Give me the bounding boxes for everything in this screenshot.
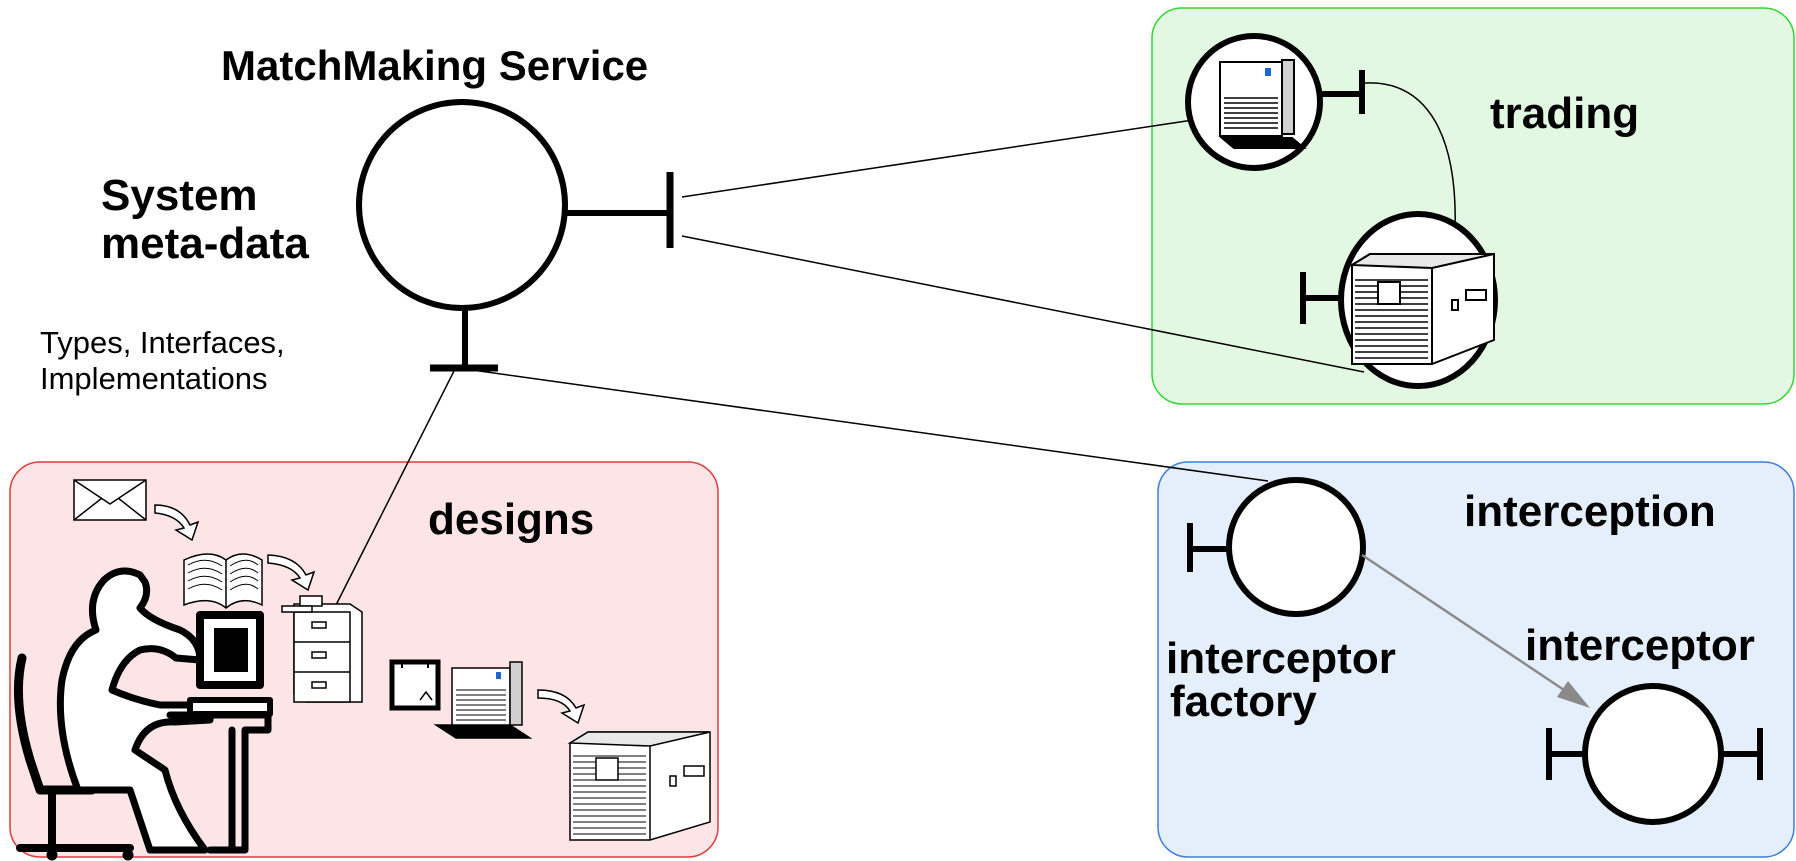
trading-pc-component: [1185, 33, 1365, 171]
service-title: MatchMaking Service: [221, 42, 648, 89]
desktop-pc-icon-designs: [433, 661, 533, 739]
interceptor-label: interceptor: [1525, 621, 1755, 670]
link-service-factory: [464, 368, 1269, 482]
filing-cabinet-icon: [281, 595, 363, 703]
connection-lines: [334, 82, 1456, 608]
interceptor-component: [1546, 683, 1763, 825]
link-service-pc: [681, 119, 1194, 198]
types-label-line1: Types, Interfaces,: [40, 325, 285, 360]
flow-arrow-3: [537, 689, 586, 725]
meta-data-label-line2: meta-data: [101, 219, 309, 268]
link-service-server: [681, 235, 1365, 373]
interceptor-factory-label-line1: interceptor: [1166, 634, 1396, 683]
link-service-cabinet: [334, 368, 456, 608]
link-pc-server: [1364, 82, 1456, 233]
flow-arrow-2: [267, 554, 316, 592]
types-label-line2: Implementations: [40, 361, 267, 396]
desktop-pc-icon: [1219, 59, 1307, 149]
interceptor-factory-label-line2: factory: [1170, 677, 1317, 726]
person-at-computer-icon: [13, 567, 273, 861]
interceptor-factory-component: [1187, 477, 1366, 617]
server-icon: [1348, 253, 1495, 365]
designs-label: designs: [428, 495, 594, 544]
trading-label: trading: [1490, 89, 1639, 138]
server-icon-designs: [567, 731, 711, 841]
meta-data-label-line1: System: [101, 171, 258, 220]
trading-server-component: [1300, 211, 1498, 389]
factory-creates-arrow: [1361, 553, 1590, 708]
flow-arrow-1: [154, 504, 200, 542]
matchmaking-service-component: [356, 99, 674, 372]
note-icon: [389, 659, 441, 711]
envelope-icon: [73, 479, 147, 521]
open-book-icon: [183, 553, 263, 609]
interception-label: interception: [1464, 487, 1716, 536]
